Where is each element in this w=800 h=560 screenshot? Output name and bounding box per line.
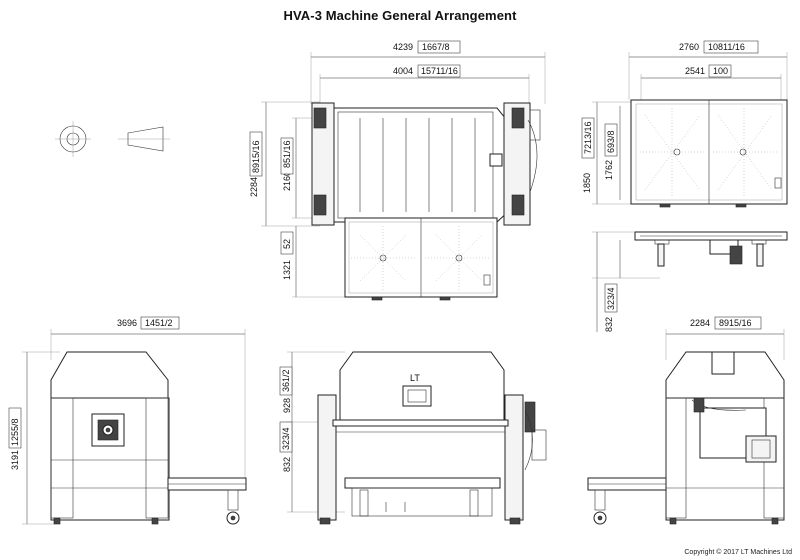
dim-plan-frame-mm: 2160 — [282, 171, 292, 191]
dim-top-inner-mm: 2541 — [685, 66, 705, 76]
lt-badge: LT — [410, 373, 420, 383]
page-title: HVA-3 Machine General Arrangement — [283, 8, 517, 23]
dim-plan-inner-mm: 4004 — [393, 66, 413, 76]
dim-side-height-in: 323/4 — [606, 287, 616, 310]
dim-top-width-in: 10811/16 — [708, 42, 745, 52]
dim-top-depth-mm: 1850 — [582, 173, 592, 193]
dim-front-height-mm: 832 — [282, 457, 292, 472]
dim-left-width-in: 1451/2 — [145, 318, 173, 328]
dim-left-height-mm: 3191 — [10, 450, 20, 470]
dim-top-width-mm: 2760 — [679, 42, 699, 52]
right-elevation: 2284 8915/16 — [587, 316, 785, 525]
front-elevation: 928 361/2 832 323/4 LT — [279, 351, 547, 525]
dim-top-inner-in: 100 — [713, 66, 728, 76]
projection-symbol — [55, 121, 170, 157]
copyright-notice: Copyright © 2017 LT Machines Ltd — [684, 549, 792, 556]
dim-top-inner-depth-mm: 1762 — [604, 160, 614, 180]
dim-plan-depth-in: 8915/16 — [251, 140, 261, 173]
dim-plan-table-mm: 1321 — [282, 260, 292, 280]
dim-plan-table-in: 52 — [282, 239, 292, 249]
dim-plan-depth-mm: 2284 — [249, 177, 259, 197]
dim-plan-inner-in: 15711/16 — [421, 66, 458, 76]
dim-side-height-mm: 832 — [604, 317, 614, 332]
dim-top-inner-depth-in: 693/8 — [606, 130, 616, 153]
dim-front-height-in: 323/4 — [281, 427, 291, 450]
dim-front-top-mm: 928 — [282, 398, 292, 413]
plan-view: 4239 1667/8 4004 15711/16 2284 8915/16 2… — [249, 40, 546, 301]
dim-plan-width-in: 1667/8 — [422, 42, 450, 52]
dim-plan-frame-in: 851/16 — [282, 140, 292, 168]
top-right-view: 2760 10811/16 2541 100 1850 7213/16 1762… — [581, 40, 788, 332]
dim-left-width-mm: 3696 — [117, 318, 137, 328]
dim-plan-width-mm: 4239 — [393, 42, 413, 52]
dim-left-height-in: 1255/8 — [10, 418, 20, 446]
dim-right-width-mm: 2284 — [690, 318, 710, 328]
left-elevation: 3696 1451/2 3191 1255/8 — [8, 316, 247, 525]
dim-front-top-in: 361/2 — [281, 369, 291, 392]
dim-top-depth-in: 7213/16 — [583, 121, 593, 154]
dim-right-width-in: 8915/16 — [719, 318, 752, 328]
